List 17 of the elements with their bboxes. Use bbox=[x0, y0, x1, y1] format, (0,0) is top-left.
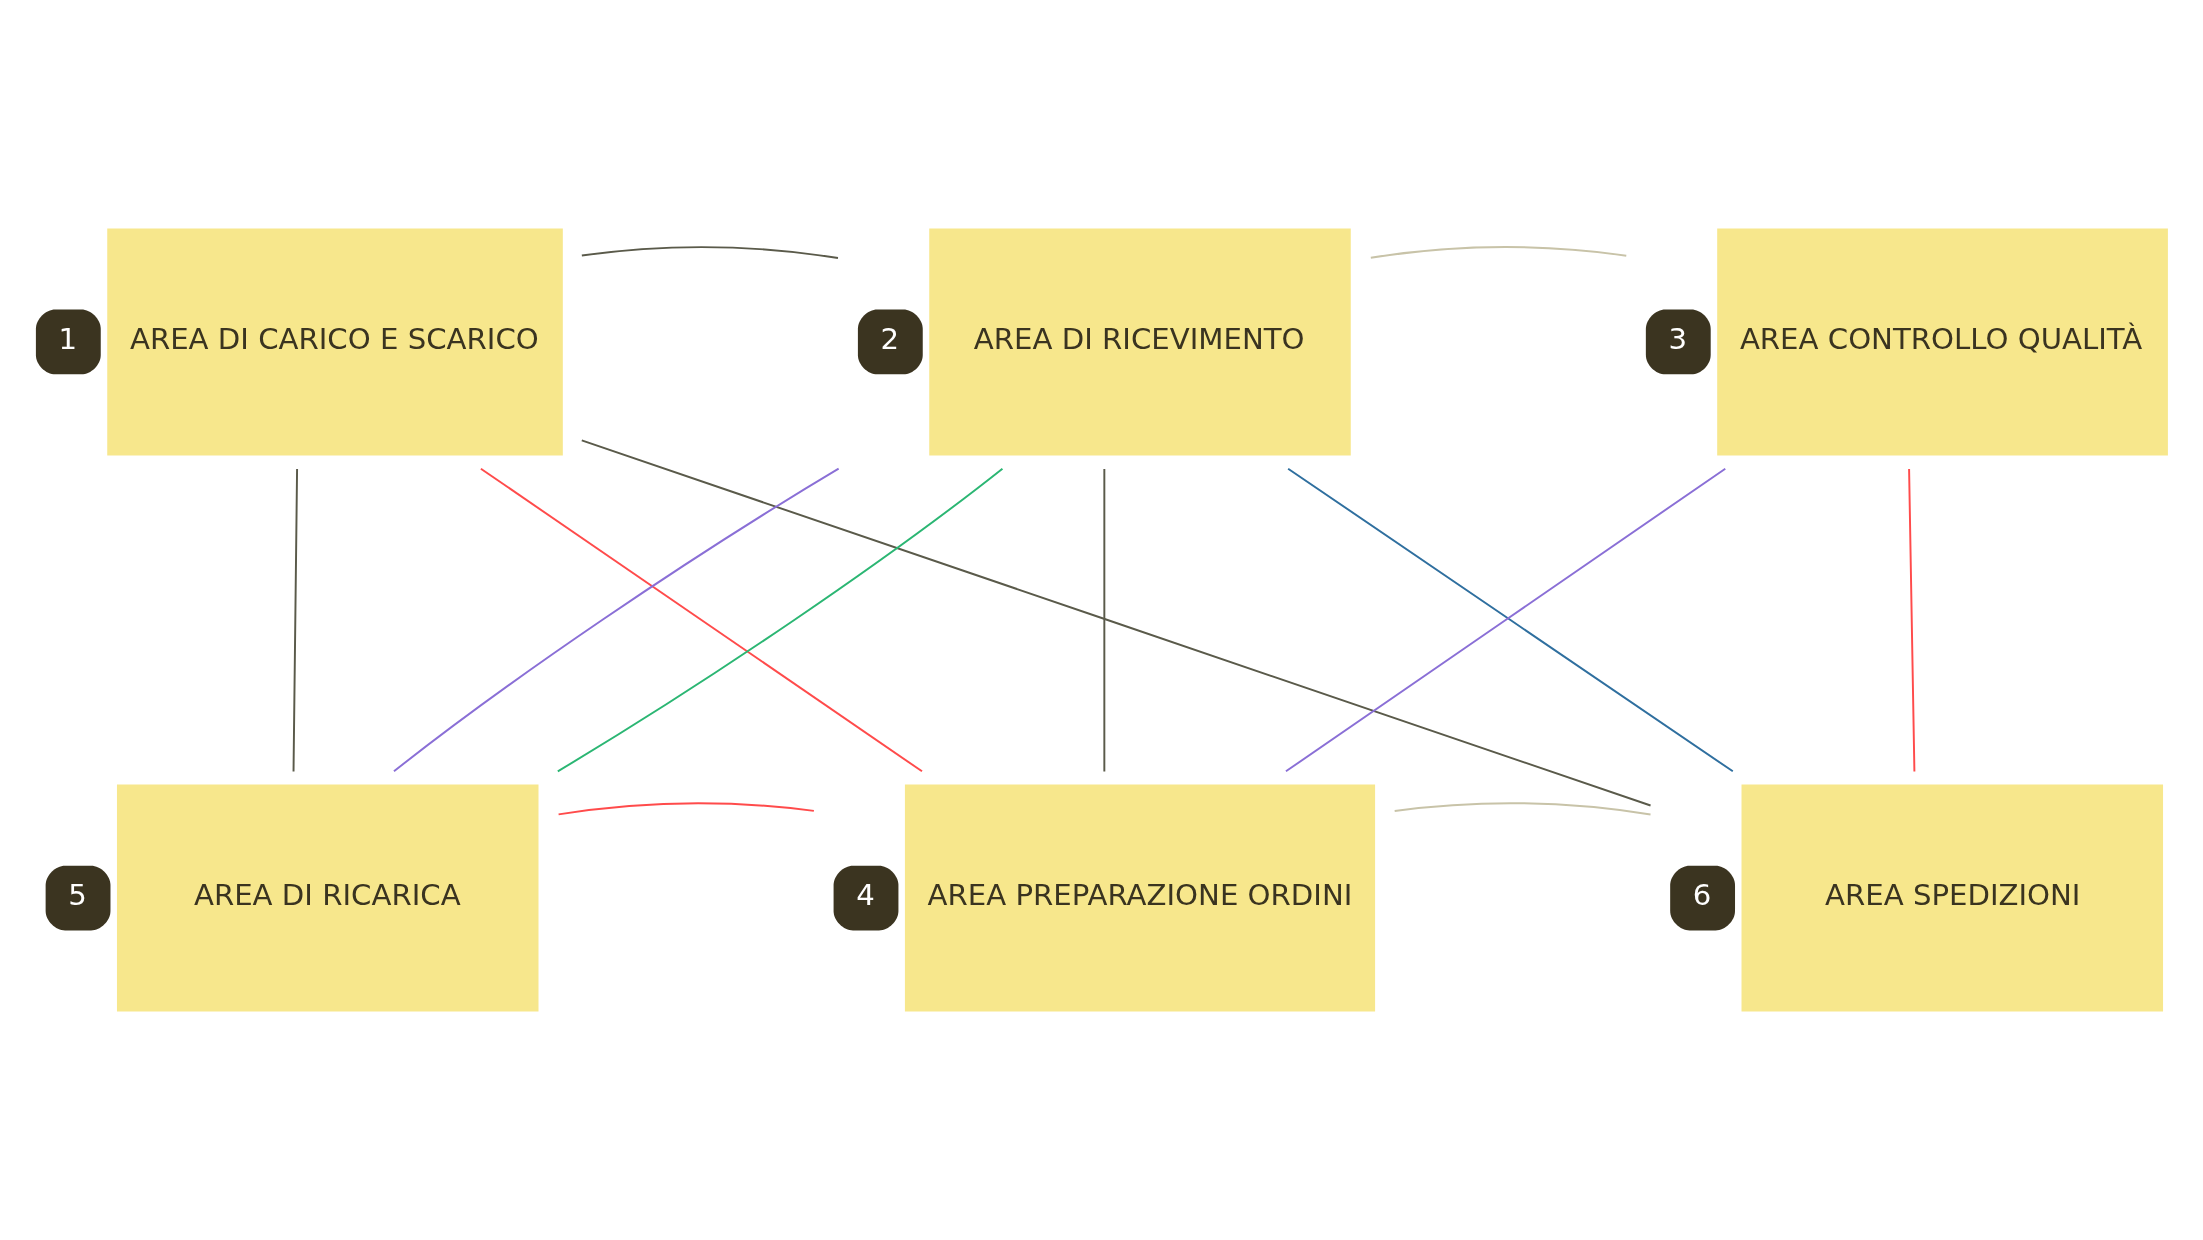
connector bbox=[1103, 468, 1106, 773]
connector bbox=[580, 246, 839, 259]
connector bbox=[557, 802, 815, 816]
connector bbox=[393, 467, 840, 773]
node-label: 1 bbox=[58, 322, 78, 357]
connector bbox=[580, 439, 1652, 807]
node-label: 4 bbox=[856, 878, 875, 913]
connector bbox=[479, 467, 923, 773]
node-label: 6 bbox=[1692, 878, 1712, 913]
connector bbox=[556, 467, 1004, 773]
connector bbox=[1369, 246, 1628, 259]
node-label: 2 bbox=[880, 322, 900, 357]
node-label: 5 bbox=[68, 878, 87, 913]
connector bbox=[292, 468, 299, 773]
connector bbox=[1393, 802, 1652, 816]
node-label: 3 bbox=[1668, 322, 1688, 357]
connector bbox=[1908, 468, 1916, 773]
